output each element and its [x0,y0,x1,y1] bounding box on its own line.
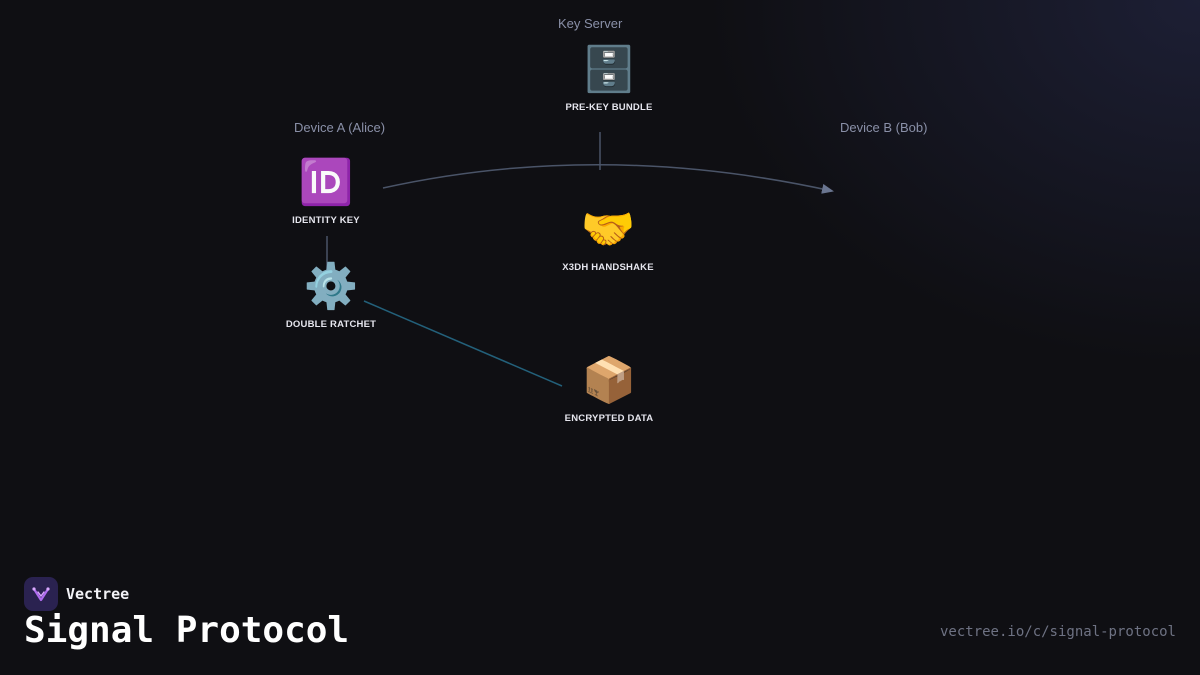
brand: Vectree [24,577,129,611]
connector-alice-to-bob-arrow [382,164,834,194]
node-double-ratchet: ⚙️ DOUBLE RATCHET [271,261,391,330]
node-label-double-ratchet: DOUBLE RATCHET [285,319,377,330]
vectree-logo-icon [24,577,58,611]
node-x3dh-handshake: 🤝 X3DH HANDSHAKE [548,204,668,273]
node-label-x3dh-handshake: X3DH HANDSHAKE [562,262,654,273]
node-identity-key: 🆔 IDENTITY KEY [266,157,386,226]
region-label-device-b: Device B (Bob) [840,120,928,135]
id-icon: 🆔 [298,157,354,208]
package-icon: 📦 [581,355,637,406]
region-label-device-a: Device A (Alice) [294,120,386,135]
gear-icon: ⚙️ [303,261,359,312]
node-label-identity-key: IDENTITY KEY [292,215,360,226]
region-label-key-server: Key Server [558,16,623,31]
node-label-pre-key-bundle: PRE-KEY BUNDLE [565,102,653,113]
node-label-encrypted-data: ENCRYPTED DATA [564,413,654,424]
connector-ratchet-to-encrypted [363,300,563,387]
node-pre-key-bundle: 🗄️ PRE-KEY BUNDLE [549,44,669,113]
handshake-icon: 🤝 [580,204,636,255]
page-title: Signal Protocol [24,610,350,651]
source-url[interactable]: vectree.io/c/signal-protocol [939,624,1176,640]
brand-name: Vectree [66,585,130,603]
node-encrypted-data: 📦 ENCRYPTED DATA [549,355,669,424]
filing-cabinet-icon: 🗄️ [581,44,637,95]
